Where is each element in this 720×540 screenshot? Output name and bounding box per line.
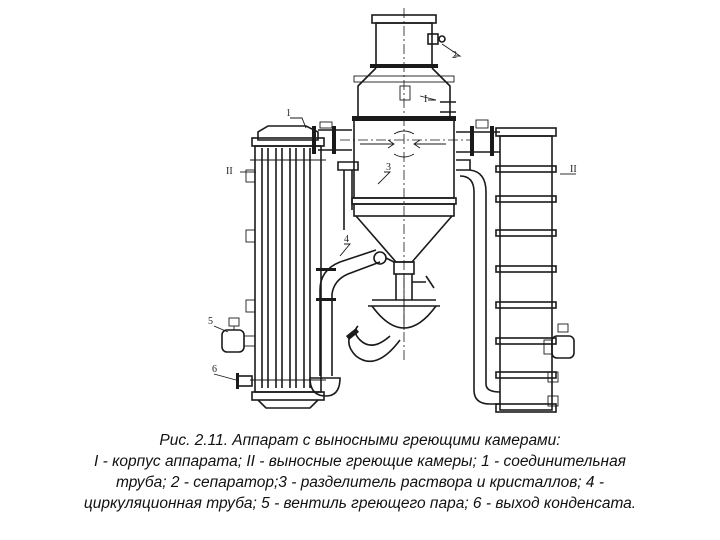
label-I: I — [424, 94, 427, 105]
right-heating-chamber — [495, 127, 575, 413]
connecting-pipe-right — [456, 119, 500, 171]
figure-caption-line-2: I - корпус аппарата; II - выносные греющ… — [94, 453, 626, 470]
label-1: 1 — [286, 108, 291, 119]
condensate-outlet-6 — [236, 373, 253, 389]
right-circulation-pipe — [459, 169, 501, 405]
circulation-pipe-4 — [309, 249, 395, 397]
body-left-downpipe — [337, 161, 359, 230]
label-II-right: II — [570, 164, 577, 175]
figure-caption-line-1: Рис. 2.11. Аппарат с выносными греющими … — [159, 432, 561, 449]
steam-valve-5 — [221, 317, 256, 353]
label-6: 6 — [212, 364, 217, 375]
connecting-pipe-left — [312, 121, 352, 154]
leader-lines — [213, 43, 576, 381]
label-II-left: II — [226, 166, 233, 177]
apparatus-body — [346, 14, 457, 363]
figure-caption-line-3: труба; 2 - сепаратор;3 - разделитель рас… — [115, 474, 605, 491]
left-heating-chamber — [245, 125, 326, 409]
apparatus-diagram: 1 2 3 4 5 6 I II II — [208, 8, 577, 413]
label-4: 4 — [344, 234, 349, 245]
label-5: 5 — [208, 316, 213, 327]
label-2: 2 — [452, 50, 457, 61]
figure-caption-line-4: циркуляционная труба; 5 - вентиль греюще… — [83, 495, 637, 512]
label-3: 3 — [386, 162, 391, 173]
